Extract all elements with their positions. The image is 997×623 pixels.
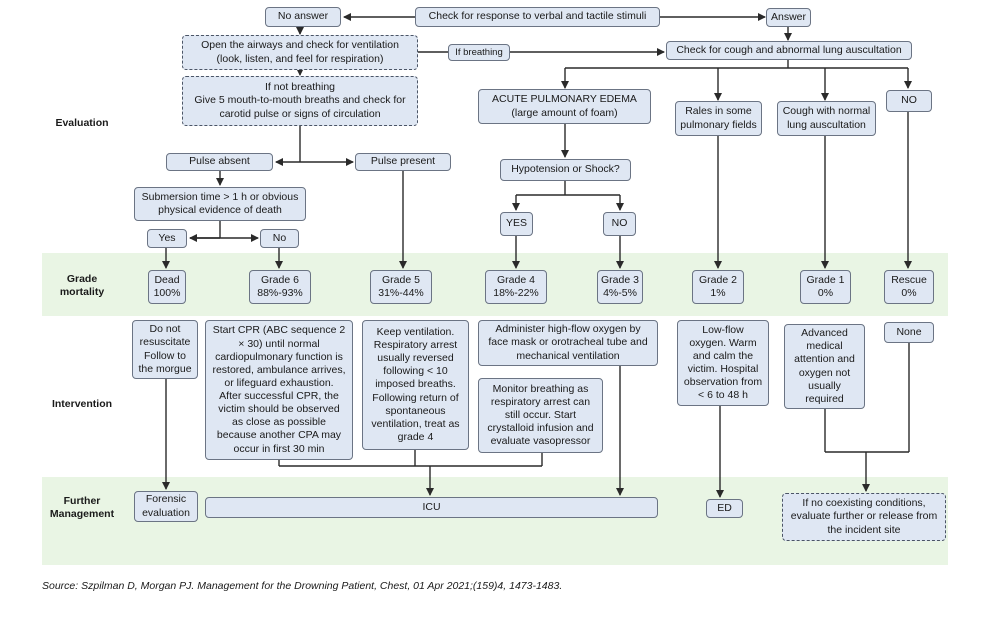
node-keep-ventilation: Keep ventilation. Respiratory arrest usu… — [362, 320, 469, 450]
node-grade-4: Grade 4 18%-22% — [485, 270, 547, 304]
node-none: None — [884, 322, 934, 343]
node-grade-3: Grade 3 4%-5% — [597, 270, 643, 304]
node-forensic-evaluation: Forensic evaluation — [134, 491, 198, 522]
node-cough-normal: Cough with normal lung auscultation — [777, 101, 876, 136]
row-label-intervention: Intervention — [51, 398, 113, 410]
node-grade-1: Grade 1 0% — [800, 270, 851, 304]
node-high-flow-oxygen: Administer high-flow oxygen by face mask… — [478, 320, 658, 366]
node-pulse-present: Pulse present — [355, 153, 451, 171]
node-rescue: Rescue 0% — [884, 270, 934, 304]
node-check-cough: Check for cough and abnormal lung auscul… — [666, 41, 912, 60]
node-pulse-absent: Pulse absent — [166, 153, 273, 171]
node-if-not-breathing: If not breathing Give 5 mouth-to-mouth b… — [182, 76, 418, 126]
row-label-grade-mortality: Grade mortality — [59, 273, 105, 299]
node-if-breathing: If breathing — [448, 44, 510, 61]
node-submersion: Submersion time > 1 h or obvious physica… — [134, 187, 306, 221]
node-hypotension: Hypotension or Shock? — [500, 159, 631, 181]
node-icu: ICU — [205, 497, 658, 518]
node-no-answer: No answer — [265, 7, 341, 27]
node-no-top: NO — [886, 90, 932, 112]
node-no-submersion: No — [260, 229, 299, 248]
node-acute-pulmonary-edema: ACUTE PULMONARY EDEMA (large amount of f… — [478, 89, 651, 124]
node-yes-shock: YES — [500, 212, 533, 236]
node-no-shock: NO — [603, 212, 636, 236]
node-monitor-breathing: Monitor breathing as respiratory arrest … — [478, 378, 603, 453]
node-yes-submersion: Yes — [147, 229, 187, 248]
node-low-flow: Low-flow oxygen. Warm and calm the victi… — [677, 320, 769, 406]
node-grade-2: Grade 2 1% — [692, 270, 744, 304]
node-grade-6: Grade 6 88%-93% — [249, 270, 311, 304]
node-do-not-resuscitate: Do not resuscitate Follow to the morgue — [132, 320, 198, 379]
node-answer: Answer — [766, 8, 811, 27]
node-dead: Dead 100% — [148, 270, 186, 304]
node-check-response: Check for response to verbal and tactile… — [415, 7, 660, 27]
node-start-cpr: Start CPR (ABC sequence 2 × 30) until no… — [205, 320, 353, 460]
node-advanced-medical: Advanced medical attention and oxygen no… — [784, 324, 865, 409]
node-grade-5: Grade 5 31%-44% — [370, 270, 432, 304]
node-rales: Rales in some pulmonary fields — [675, 101, 762, 136]
node-no-coexisting: If no coexisting conditions, evaluate fu… — [782, 493, 946, 541]
source-citation: Source: Szpilman D, Morgan PJ. Managemen… — [42, 580, 563, 592]
node-open-airways: Open the airways and check for ventilati… — [182, 35, 418, 70]
row-label-further-management: Further Management — [49, 495, 115, 521]
row-label-evaluation: Evaluation — [55, 117, 109, 129]
node-ed: ED — [706, 499, 743, 518]
